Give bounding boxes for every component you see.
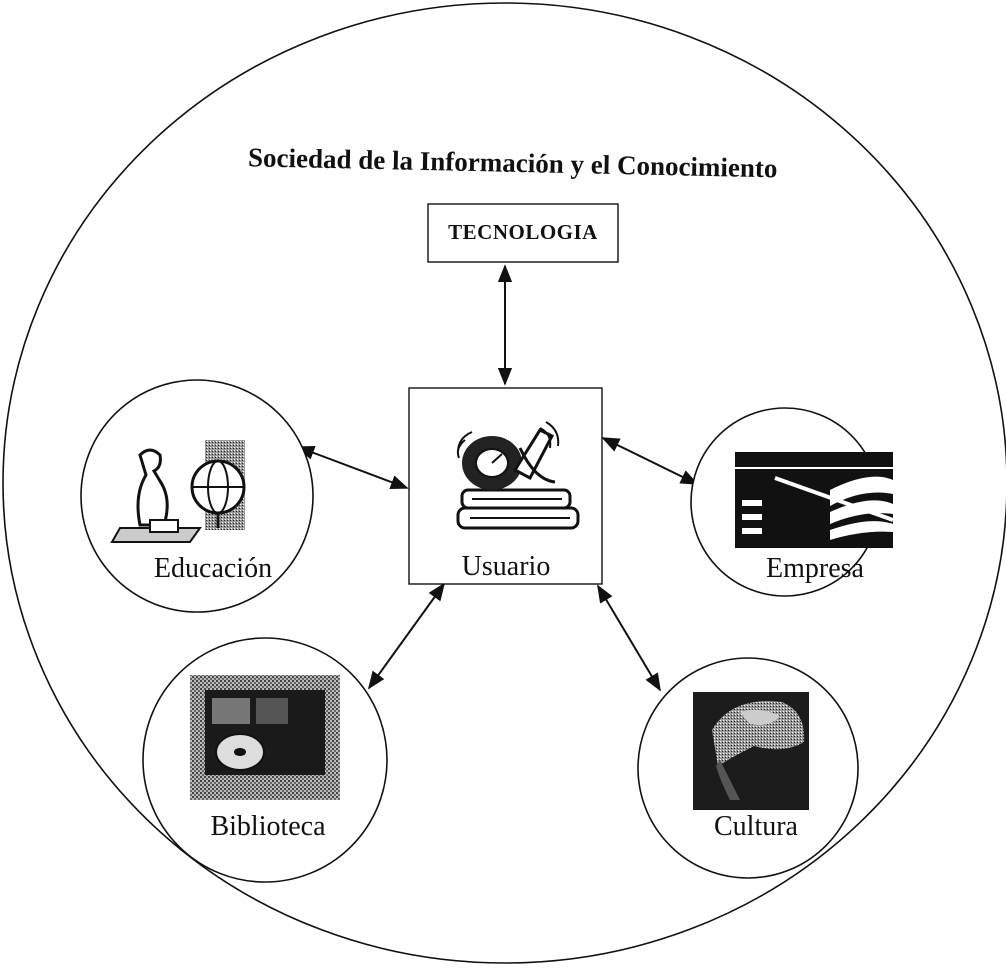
usuario-label: Usuario (462, 551, 551, 582)
arrow-educacion-usuario (296, 445, 409, 490)
teacher-globe-icon (110, 440, 246, 543)
tecnologia-box: TECNOLOGIA (427, 203, 619, 263)
node-biblioteca: Biblioteca (142, 637, 388, 883)
tecnologia-label: TECNOLOGIA (448, 220, 598, 244)
computer-cd-icon (190, 675, 340, 800)
diagram-title: Sociedad de la Información y el Conocimi… (248, 142, 778, 183)
arrow-usuario-empresa (601, 437, 699, 485)
books-and-clock-icon (456, 421, 580, 530)
node-educacion: Educación (80, 379, 314, 613)
educacion-label: Educación (154, 553, 272, 584)
empresa-label: Empresa (766, 553, 865, 584)
cultura-label: Cultura (714, 811, 799, 842)
node-empresa: Empresa (690, 407, 894, 597)
building-icon (735, 452, 894, 548)
arrow-usuario-cultura (597, 584, 661, 692)
usuario-box: Usuario (408, 387, 603, 585)
arrow-usuario-biblioteca (367, 582, 446, 690)
node-cultura: Cultura (637, 657, 859, 879)
biblioteca-label: Biblioteca (210, 811, 326, 842)
globe-photo-icon (693, 692, 809, 810)
